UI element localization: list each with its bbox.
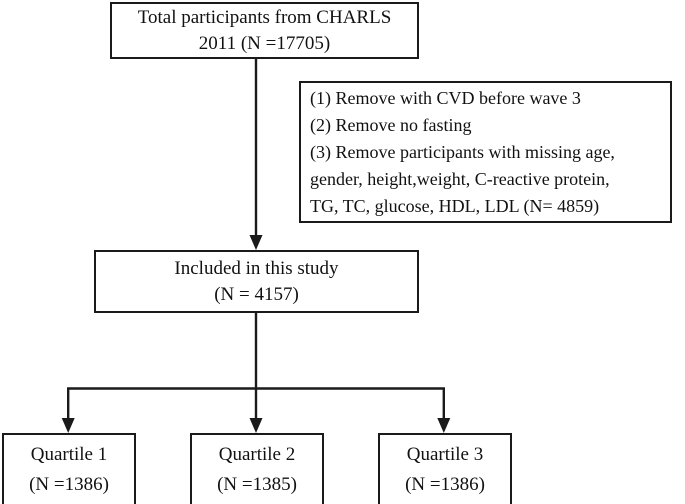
exclusion-criteria-line-4: gender, height,weight, C-reactive protei…: [310, 168, 610, 189]
arrow-to-quartile-2-head: [249, 418, 263, 433]
quartile-2-label: Quartile 2: [218, 444, 296, 466]
quartile-3-box: Quartile 3 (N =1386): [378, 433, 512, 504]
quartile-1-label: Quartile 1: [30, 444, 108, 466]
quartile-2-box: Quartile 2 (N =1385): [190, 433, 324, 504]
quartile-1-box: Quartile 1 (N =1386): [2, 433, 136, 504]
quartile-3-label: Quartile 3: [406, 444, 484, 466]
exclusion-criteria-line-3: (3) Remove participants with missing age…: [310, 141, 615, 162]
total-participants-box: Total participants from CHARLS 2011 (N =…: [110, 2, 419, 59]
arrow-to-quartile-1-head: [61, 418, 75, 433]
quartile-2-count: (N =1385): [217, 473, 297, 495]
exclusion-criteria-line-1: (1) Remove with CVD before wave 3: [310, 87, 581, 108]
included-in-study-line-2: (N = 4157): [214, 283, 299, 305]
exclusion-criteria-line-2: (2) Remove no fasting: [310, 114, 472, 135]
total-participants-line-1: Total participants from CHARLS: [137, 7, 392, 29]
exclusion-criteria-line-5: TG, TC, glucose, HDL, LDL (N= 4859): [310, 195, 600, 216]
included-in-study-box: Included in this study (N = 4157): [94, 250, 419, 313]
total-participants-line-2: 2011 (N =17705): [198, 32, 331, 54]
quartile-1-count: (N =1386): [29, 473, 109, 495]
included-in-study-line-1: Included in this study: [174, 258, 339, 280]
arrow-to-quartile-3-head: [437, 418, 451, 433]
arrow-total-to-included-head: [249, 235, 263, 250]
exclusion-criteria-box: (1) Remove with CVD before wave 3 (2) Re…: [299, 81, 672, 223]
quartile-3-count: (N =1386): [405, 473, 485, 495]
